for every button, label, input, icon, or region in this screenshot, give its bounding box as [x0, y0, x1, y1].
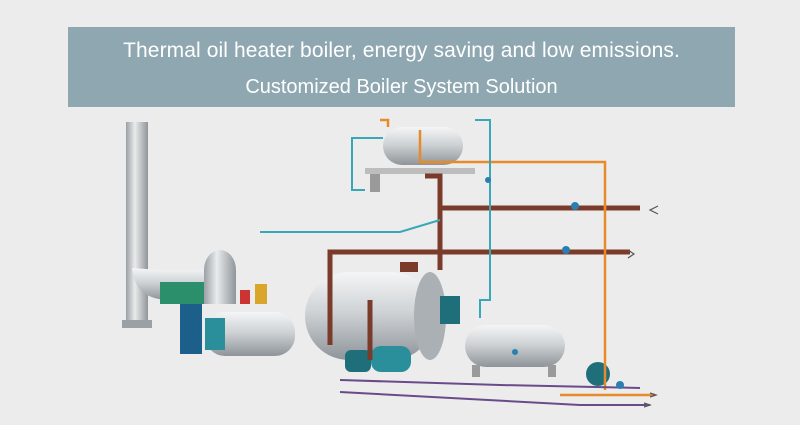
hot-oil-pipes	[327, 173, 640, 360]
heat-exchanger	[160, 250, 295, 356]
flow-arrows	[627, 205, 659, 408]
valves	[485, 177, 624, 389]
circulation-pump	[345, 346, 610, 386]
expansion-tank	[365, 127, 475, 192]
banner-subtitle: Customized Boiler System Solution	[245, 76, 558, 98]
title-banner: Thermal oil heater boiler, energy saving…	[68, 27, 735, 107]
banner-headline: Thermal oil heater boiler, energy saving…	[123, 39, 680, 62]
expansion-pipes	[260, 119, 491, 318]
drain-pipes	[339, 379, 650, 406]
storage-tank	[465, 325, 565, 377]
